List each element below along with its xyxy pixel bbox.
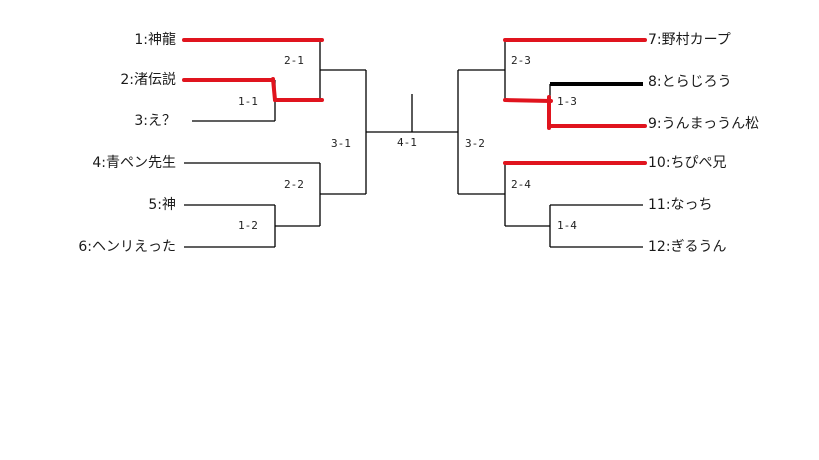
player-11: 11:なっち: [648, 197, 713, 213]
match-2-2: 2-2: [284, 178, 304, 191]
match-2-1: 2-1: [284, 54, 304, 67]
match-2-3: 2-3: [511, 54, 531, 67]
match-1-4: 1-4: [557, 219, 577, 232]
player-4: 4:青ペン先生: [92, 155, 176, 171]
player-6: 6:ヘンリえった: [78, 239, 176, 255]
match-3-1: 3-1: [331, 137, 351, 150]
player-7: 7:野村カープ: [648, 32, 731, 48]
player-8: 8:とらじろう: [648, 74, 732, 90]
player-1: 1:神龍: [134, 32, 176, 48]
match-1-2: 1-2: [238, 219, 258, 232]
player-3: 3:え？: [134, 113, 176, 129]
match-2-4: 2-4: [511, 178, 531, 191]
match-4-1: 4-1: [397, 136, 417, 149]
player-9: 9:うんまっうん松: [648, 116, 760, 132]
player-2: 2:渚伝説: [120, 72, 176, 88]
player-10: 10:ちぴぺ兄: [648, 155, 727, 171]
player-5: 5:神: [148, 197, 176, 213]
highlight-strokes: [182, 38, 647, 165]
match-1-1: 1-1: [238, 95, 258, 108]
match-1-3: 1-3: [557, 95, 577, 108]
player-12: 12:ぎるうん: [648, 239, 727, 255]
match-3-2: 3-2: [465, 137, 485, 150]
